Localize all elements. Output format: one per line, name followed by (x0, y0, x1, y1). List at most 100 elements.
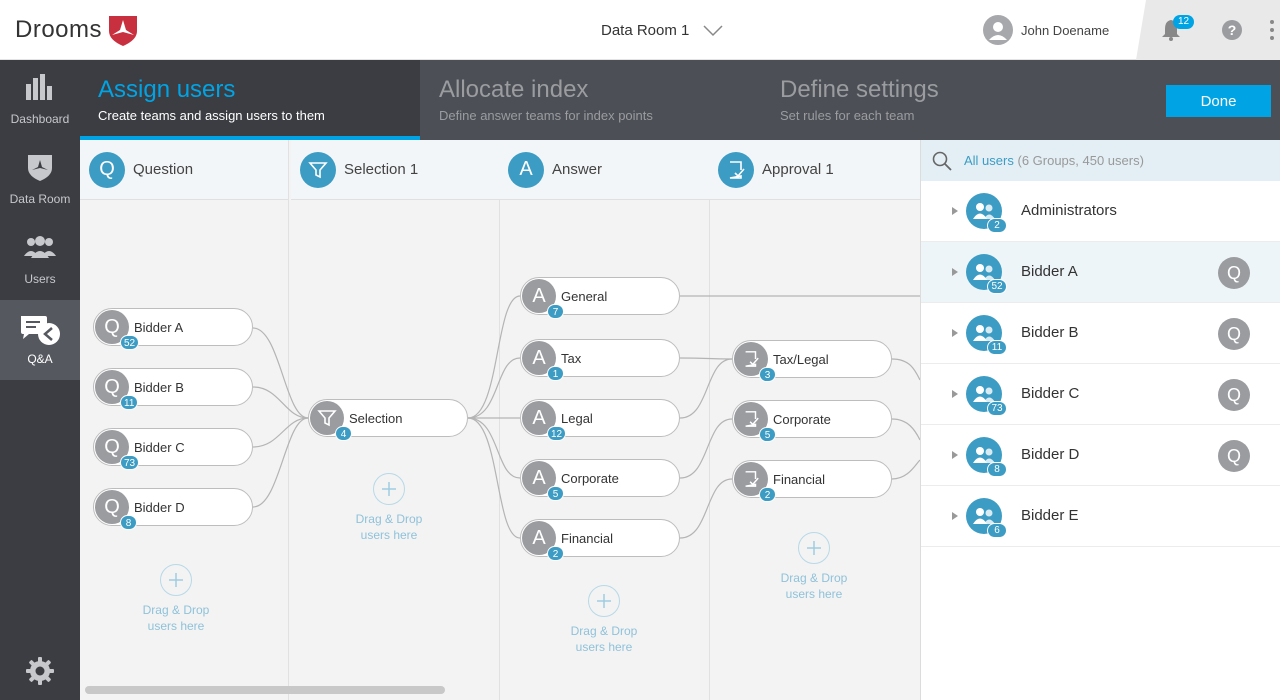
expand-triangle-icon[interactable] (952, 512, 958, 520)
answer-node-legal[interactable]: A Legal 12 (520, 399, 680, 441)
sidebar-item-label: Q&A (27, 352, 53, 366)
horizontal-scrollbar[interactable] (85, 686, 445, 694)
answer-node-general[interactable]: A General 7 (520, 277, 680, 319)
question-icon: Q (95, 490, 129, 524)
group-item-administrators[interactable]: 2 Administrators (921, 181, 1280, 242)
data-room-selector[interactable]: Data Room 1 (601, 22, 723, 39)
filter-icon (310, 401, 344, 435)
search-meta: (6 Groups, 450 users) (1017, 153, 1144, 168)
group-item-bidder-e[interactable]: 6 Bidder E (921, 486, 1280, 547)
expand-triangle-icon[interactable] (952, 390, 958, 398)
sidebar-item-users[interactable]: Users (0, 220, 80, 300)
question-role-icon: Q (1218, 440, 1250, 472)
user-menu[interactable]: John Doename (983, 15, 1109, 45)
question-role-icon: Q (1218, 318, 1250, 350)
search-icon (932, 151, 952, 171)
user-count-badge: 7 (547, 304, 564, 319)
step-subtitle: Create teams and assign users to them (98, 108, 325, 123)
workflow-canvas[interactable]: Q Question Selection 1 A Answer Approval… (80, 140, 920, 700)
answer-icon: A (522, 461, 556, 495)
user-count-badge: 4 (335, 426, 352, 441)
node-label: Financial (561, 531, 614, 546)
user-search[interactable]: All users (6 Groups, 450 users) (921, 140, 1280, 181)
done-button[interactable]: Done (1166, 85, 1271, 117)
shield-icon (28, 155, 52, 181)
more-vertical-icon[interactable] (1269, 18, 1275, 42)
expand-triangle-icon[interactable] (952, 207, 958, 215)
sidebar-item-data-room[interactable]: Data Room (0, 140, 80, 220)
drop-zone-text: users here (360, 528, 418, 542)
expand-triangle-icon[interactable] (952, 451, 958, 459)
filter-icon (300, 151, 336, 188)
answer-node-tax[interactable]: A Tax 1 (520, 339, 680, 381)
user-count-badge: 8 (120, 515, 137, 530)
group-count-badge: 52 (987, 279, 1007, 294)
drop-zone-text: users here (147, 619, 205, 633)
question-icon: Q (89, 151, 125, 188)
user-count-badge: 2 (547, 546, 564, 561)
column-title: Question (133, 161, 194, 178)
step-allocate-index[interactable]: Allocate index Define answer teams for i… (421, 60, 761, 140)
plus-icon (373, 473, 405, 505)
group-item-bidder-d[interactable]: 8 Bidder D Q (921, 425, 1280, 486)
column-divider (288, 140, 289, 700)
help-icon[interactable]: ? (1222, 20, 1242, 40)
question-node-bidder-d[interactable]: Q Bidder D 8 (93, 488, 253, 530)
sidebar-item-dashboard[interactable]: Dashboard (0, 60, 80, 140)
plus-icon (588, 585, 620, 617)
group-count-badge: 73 (987, 401, 1007, 416)
group-name: Bidder C (1021, 385, 1080, 402)
chevron-down-icon (703, 24, 723, 36)
step-title: Allocate index (439, 76, 589, 103)
group-name: Bidder E (1021, 507, 1079, 524)
step-title: Assign users (98, 76, 236, 103)
top-bar: Drooms Data Room 1 John Doename 12 ? (0, 0, 1280, 60)
user-count-badge: 11 (120, 395, 139, 410)
drop-zone-selection[interactable]: Drag & Drop users here (339, 473, 439, 543)
drop-zone-text: Drag & Drop (780, 571, 848, 585)
question-node-bidder-b[interactable]: Q Bidder B 11 (93, 368, 253, 410)
group-item-bidder-b[interactable]: 11 Bidder B Q (921, 303, 1280, 364)
gear-icon[interactable] (25, 656, 55, 686)
node-label: Bidder C (134, 440, 185, 455)
question-node-bidder-a[interactable]: Q Bidder A 52 (93, 308, 253, 350)
group-avatar-icon (966, 193, 1002, 229)
step-define-settings[interactable]: Define settings Set rules for each team (762, 60, 1102, 140)
wizard-steps: Assign users Create teams and assign use… (80, 60, 1280, 140)
drop-zone-question[interactable]: Drag & Drop users here (126, 564, 226, 634)
logo-text: Drooms (15, 16, 103, 43)
approval-node-corporate[interactable]: Corporate 5 (732, 400, 892, 442)
user-count-badge: 52 (120, 335, 140, 350)
bar-chart-icon (26, 74, 52, 100)
drooms-shield-icon (109, 16, 138, 46)
approval-node-financial[interactable]: Financial 2 (732, 460, 892, 502)
user-count-badge: 1 (547, 366, 564, 381)
step-assign-users[interactable]: Assign users Create teams and assign use… (80, 60, 420, 140)
answer-node-corporate[interactable]: A Corporate 5 (520, 459, 680, 501)
group-item-bidder-a[interactable]: 52 Bidder A Q (921, 242, 1280, 303)
group-item-bidder-c[interactable]: 73 Bidder C Q (921, 364, 1280, 425)
question-role-icon: Q (1218, 379, 1250, 411)
users-panel: All users (6 Groups, 450 users) 2 Admini… (920, 140, 1280, 700)
sidebar-item-label: Data Room (9, 192, 71, 206)
user-count-badge: 3 (759, 367, 776, 382)
sidebar-item-label: Users (24, 272, 56, 286)
approval-icon (718, 151, 754, 188)
selection-node[interactable]: Selection 4 (308, 399, 468, 441)
sidebar-item-qa[interactable]: Q&A (0, 300, 80, 380)
question-node-bidder-c[interactable]: Q Bidder C 73 (93, 428, 253, 470)
connection-lines (252, 295, 920, 539)
user-count-badge: 73 (120, 455, 140, 470)
expand-triangle-icon[interactable] (952, 268, 958, 276)
approval-node-tax-legal[interactable]: Tax/Legal 3 (732, 340, 892, 382)
group-count-badge: 11 (987, 340, 1007, 355)
column-title: Selection 1 (344, 161, 419, 178)
step-title: Define settings (780, 76, 939, 103)
answer-node-financial[interactable]: A Financial 2 (520, 519, 680, 561)
expand-triangle-icon[interactable] (952, 329, 958, 337)
node-label: Tax/Legal (773, 352, 829, 367)
drop-zone-approval[interactable]: Drag & Drop users here (764, 532, 864, 602)
drop-zone-answer[interactable]: Drag & Drop users here (554, 585, 654, 655)
logo[interactable]: Drooms (15, 13, 140, 47)
column-header-selection: Selection 1 (291, 140, 499, 200)
